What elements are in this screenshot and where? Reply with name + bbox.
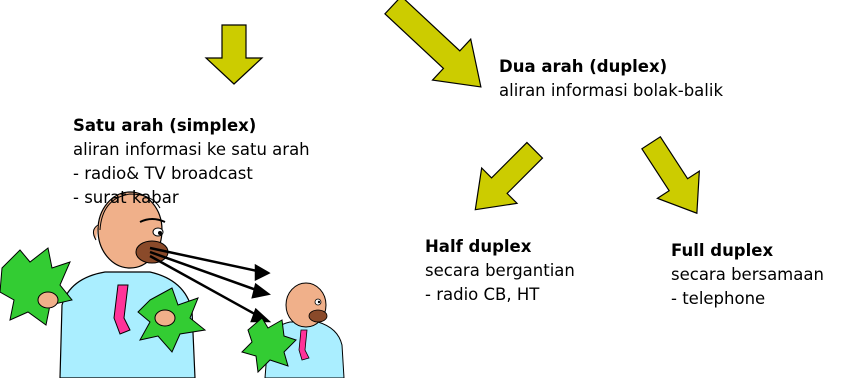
arrow-duplex — [384, 0, 482, 88]
full-duplex-title: Full duplex — [671, 241, 774, 260]
arrow-half-duplex — [474, 141, 544, 211]
sender-person-illustration — [0, 191, 207, 378]
half-duplex-block: Half duplex secara bergantian - radio CB… — [425, 235, 575, 307]
half-duplex-description: secara bergantian — [425, 261, 575, 280]
duplex-title: Dua arah (duplex) — [499, 57, 668, 76]
simplex-title: Satu arah (simplex) — [73, 116, 257, 135]
half-duplex-item: - radio CB, HT — [425, 285, 540, 304]
arrow-full-duplex — [641, 135, 700, 215]
simplex-item: - radio& TV broadcast — [73, 164, 253, 183]
simplex-item: - surat kabar — [73, 188, 179, 207]
arrow-down-simplex — [204, 24, 264, 85]
duplex-block: Dua arah (duplex) aliran informasi bolak… — [499, 55, 723, 103]
receiver-person-illustration — [241, 282, 345, 378]
full-duplex-item: - telephone — [671, 289, 766, 308]
full-duplex-description: secara bersamaan — [671, 265, 824, 284]
simplex-block: Satu arah (simplex) aliran informasi ke … — [73, 114, 310, 210]
duplex-description: aliran informasi bolak-balik — [499, 81, 724, 100]
full-duplex-block: Full duplex secara bersamaan - telephone — [671, 239, 824, 311]
sender-rays — [149, 246, 272, 323]
half-duplex-title: Half duplex — [425, 237, 532, 256]
simplex-description: aliran informasi ke satu arah — [73, 140, 310, 159]
